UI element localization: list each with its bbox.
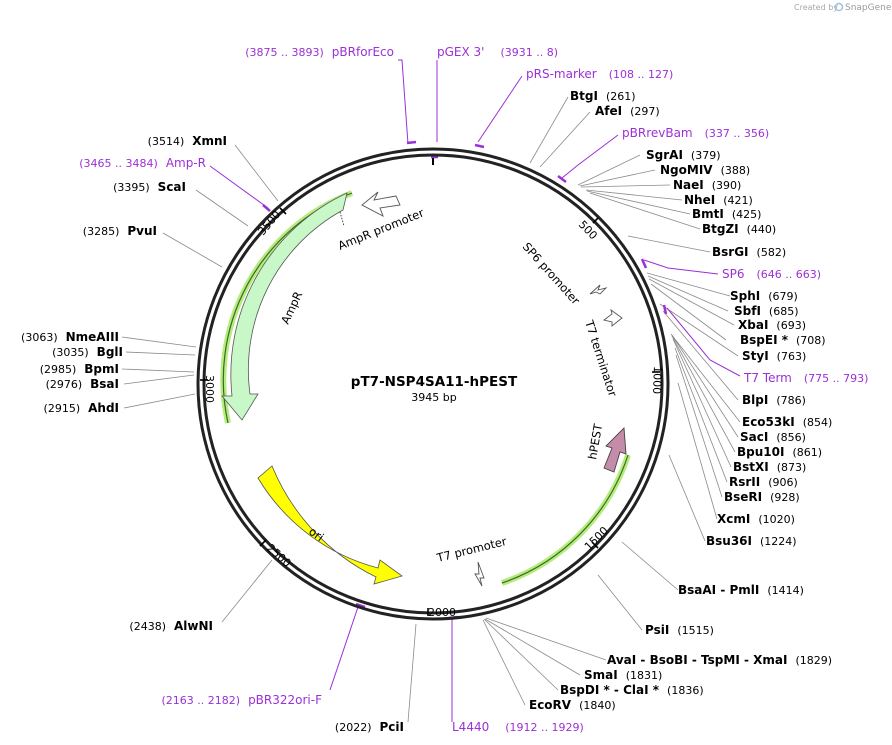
leader-lines [121,96,741,723]
primer-label: pBRrevBam(337 .. 356) [622,126,769,140]
site-label: NgoMIV(388) [660,163,750,177]
site-label: (2976)BsaI [46,377,119,391]
sp6-promoter-arrow [589,284,608,295]
site-label: BlpI(786) [742,393,806,407]
t7-promoter-arrow [474,561,485,587]
site-label: BseRI(928) [724,490,800,504]
hpest-label: hPEST [585,422,605,461]
ori-arrow [257,465,403,585]
sp6-promoter-label: SP6 promoter [520,240,583,308]
site-label: Bsu36I(1224) [706,534,797,548]
site-label: BsaAI - PmlI(1414) [678,583,804,597]
position-ticks [200,207,660,616]
site-label: SbfI(685) [734,304,799,318]
site-label: Bpu10I(861) [737,445,822,459]
site-label: (2915)AhdI [44,401,119,415]
site-label: PsiI(1515) [645,623,714,637]
site-label: BstXI(873) [733,460,806,474]
primer-label: (3875 .. 3893)pBRforEco [245,45,394,59]
tick-2000: 2000 [428,606,456,619]
primer-label: L4440(1912 .. 1929) [452,720,584,734]
site-label: (3035)BglI [52,345,123,359]
site-label: XcmI(1020) [717,512,795,526]
backbone-inner-ring [202,153,664,615]
t7-terminator-arrow [602,308,623,327]
primer-label: (3465 .. 3484)Amp-R [79,156,206,170]
tick-2500: 2500 [264,542,294,570]
site-label: BspDI * - ClaI *(1836) [560,683,704,697]
sites-left: (3514)XmnI (3395)ScaI (3285)PvuI (3063)N… [21,134,227,415]
site-label: (3285)PvuI [83,224,157,238]
tick-1000: 1000 [650,366,664,394]
site-label: NheI(421) [684,193,753,207]
primer-label: pGEX 3'(3931 .. 8) [437,45,558,59]
t7-terminator-label: T7 terminator [582,318,620,399]
sites-bottom: AvaI - BsoBI - TspMI - XmaI(1829) SmaI(1… [129,619,832,734]
site-label: (3514)XmnI [148,134,227,148]
primer-leader-lines [209,59,741,722]
site-label: (3063)NmeAIII [21,330,119,344]
t7-promoter-label: T7 promoter [434,534,508,565]
primer-labels: (3875 .. 3893)pBRforEco pGEX 3'(3931 .. … [79,45,868,734]
primer-label: T7 Term(775 .. 793) [743,371,868,385]
ampr-label: AmpR [278,289,305,326]
site-label: SmaI(1831) [584,668,662,682]
site-label: (3395)ScaI [113,180,186,194]
site-label: (2985)BpmI [40,362,119,376]
site-label: SacI(856) [740,430,806,444]
primer-label: SP6(646 .. 663) [722,267,821,281]
site-label: Eco53kI(854) [742,415,832,429]
site-label: SgrAI(379) [646,148,721,162]
primer-label: pRS-marker(108 .. 127) [526,67,673,81]
tick-3000: 3000 [203,375,216,403]
site-label: BtgZI(440) [702,222,776,236]
primer-label: (2163 .. 2182)pBR322ori-F [162,693,323,707]
site-label: NaeI(390) [673,178,741,192]
site-label: SphI(679) [730,289,798,303]
site-label: BtgI(261) [570,89,636,103]
ampr-arrow [221,192,348,421]
plasmid-name: pT7-NSP4SA11-hPEST [351,374,518,390]
site-label: EcoRV(1840) [529,698,616,712]
ampr-dotted-line [339,211,345,227]
credit-text: Created by [794,3,838,12]
site-label: BspEI *(708) [740,333,826,347]
site-label: (2438)AlwNI [129,619,213,633]
site-label: BsrGI(582) [712,245,786,259]
site-label: XbaI(693) [738,318,806,332]
site-label: RsrII(906) [729,475,798,489]
plasmid-size: 3945 bp [411,391,456,404]
site-label: StyI(763) [742,349,806,363]
hpest-arrow [603,426,627,473]
site-label: AfeI(297) [595,104,660,118]
ampr-promoter-arrow [361,191,401,217]
hpest-highlight-line [501,454,629,584]
site-label: (2022)PciI [335,720,404,734]
snapgene-logo-icon [834,2,844,12]
sites-right: BtgI(261) AfeI(297) SgrAI(379) NgoMIV(38… [570,89,832,637]
backbone-outer-ring [196,147,670,621]
site-label: AvaI - BsoBI - TspMI - XmaI(1829) [607,653,832,667]
hpest-highlight [501,454,631,586]
credit-brand: SnapGene [845,3,892,13]
site-label: BmtI(425) [692,207,761,221]
